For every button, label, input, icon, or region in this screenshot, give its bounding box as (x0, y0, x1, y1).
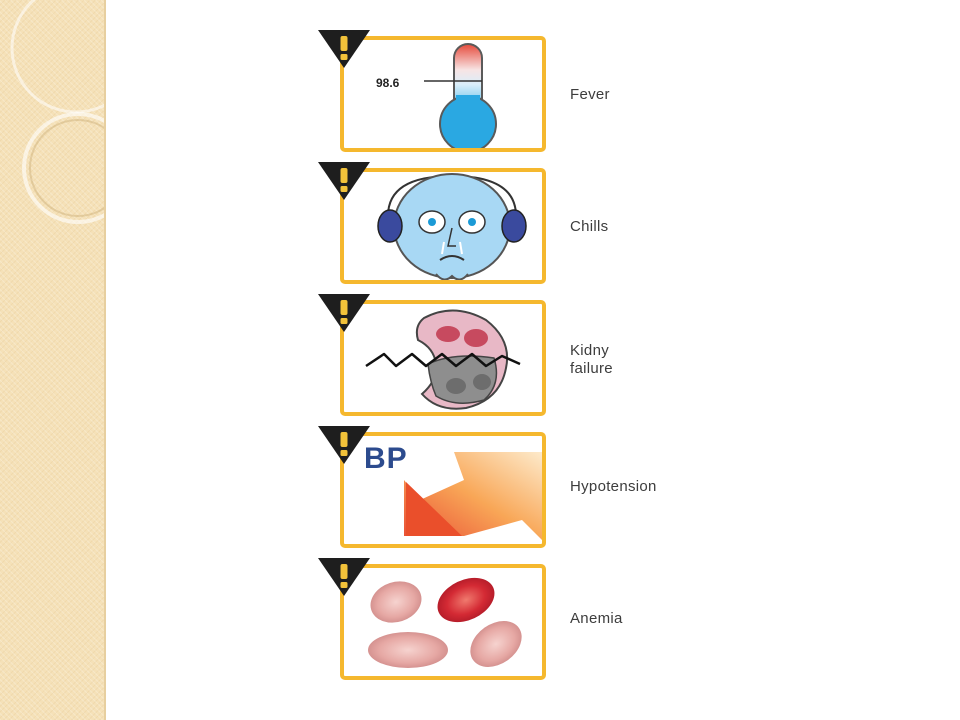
decorative-circles (10, 0, 106, 224)
exclamation-triangle-icon (318, 426, 370, 464)
symptom-row-hypotension: BP Hypotension (316, 424, 736, 548)
symptom-label: Kidny failure (570, 342, 613, 377)
temperature-reading: 98.6 (376, 76, 400, 90)
exclamation-triangle-icon (318, 162, 370, 200)
symptom-row-fever: 98.6 Fever (316, 28, 736, 152)
symptom-label: Chills (570, 218, 609, 235)
blood-pressure-down-icon (404, 452, 542, 540)
symptoms-panel: 98.6 Fever (316, 28, 736, 688)
red-blood-cells-icon (368, 577, 522, 668)
shivering-face-icon (377, 173, 527, 280)
decorative-sidebar (0, 0, 106, 720)
symptom-card (340, 300, 546, 416)
symptom-card: BP (340, 432, 546, 548)
symptom-card (340, 564, 546, 680)
symptom-label: Anemia (570, 610, 623, 627)
symptom-label: Fever (570, 86, 610, 103)
thermometer-icon (424, 43, 497, 148)
symptom-row-chills: Chills (316, 160, 736, 284)
symptom-row-anemia: Anemia (316, 556, 736, 680)
cracked-kidney-icon (365, 309, 521, 410)
exclamation-triangle-icon (318, 294, 370, 332)
symptom-card: 98.6 (340, 36, 546, 152)
exclamation-triangle-icon (318, 30, 370, 68)
symptom-label: Hypotension (570, 478, 657, 495)
symptom-card (340, 168, 546, 284)
exclamation-triangle-icon (318, 558, 370, 596)
symptom-row-kidney-failure: Kidny failure (316, 292, 736, 416)
bp-badge: BP (364, 442, 408, 475)
